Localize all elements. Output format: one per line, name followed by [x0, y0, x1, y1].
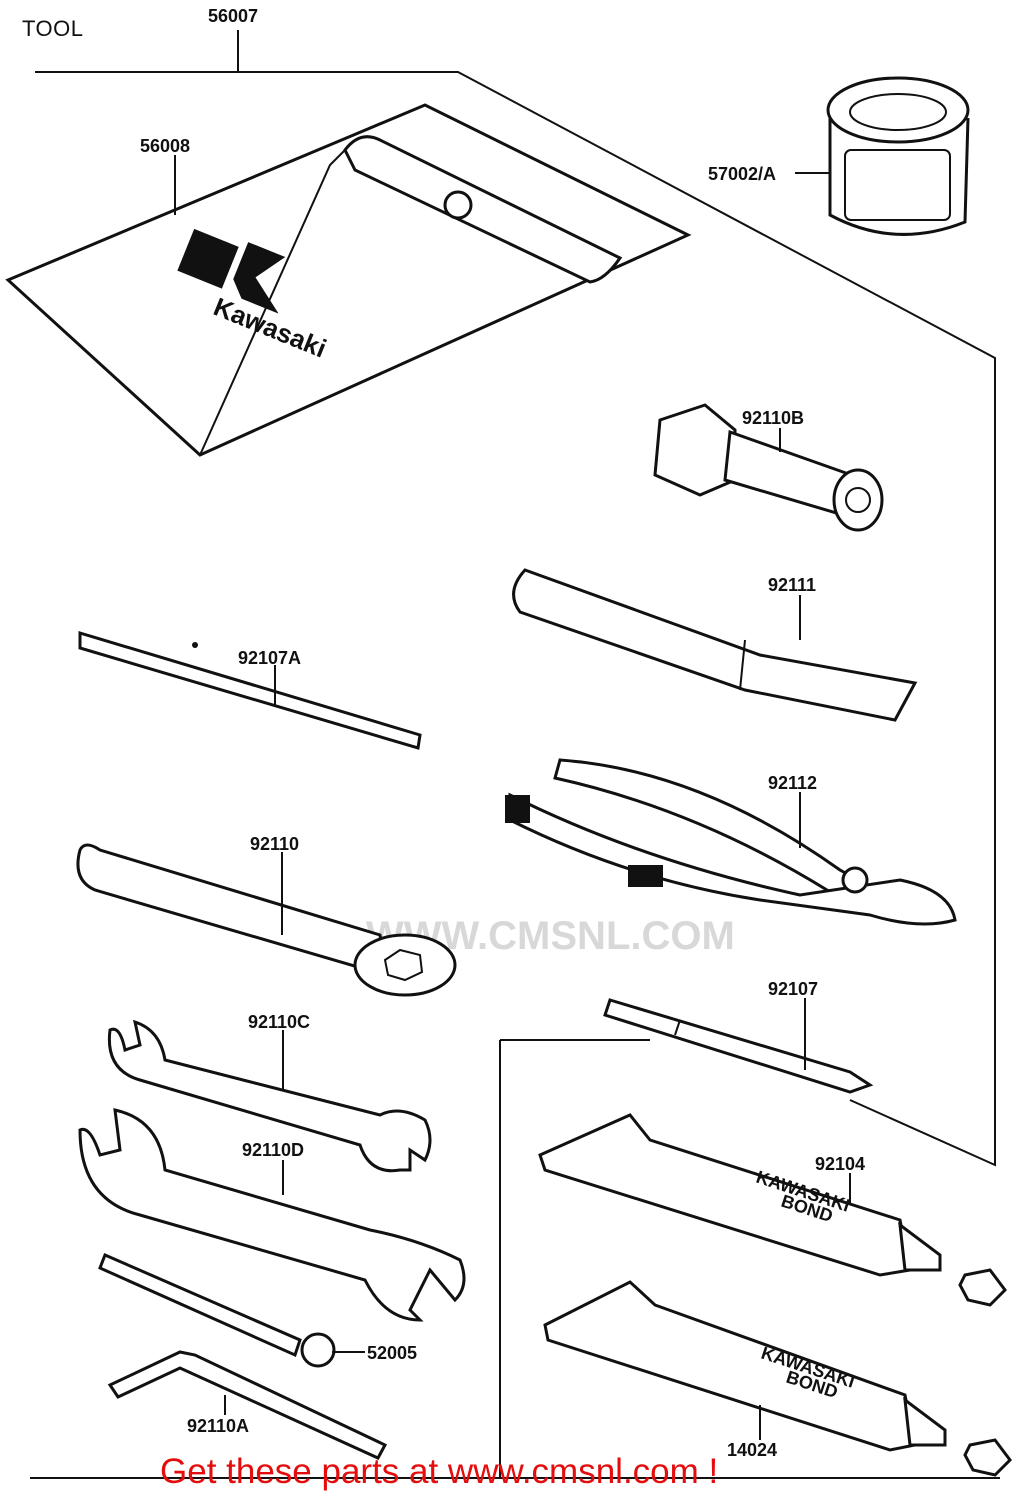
page-title: TOOL [22, 16, 84, 41]
label-92107a: 92107A [238, 648, 301, 668]
label-92110d: 92110D [242, 1140, 304, 1160]
box-wrench-b-drawing [653, 403, 884, 532]
bond-92104-drawing: KAWASAKI BOND [538, 1113, 1007, 1307]
pouch-drawing: Kawasaki [5, 103, 692, 457]
label-52005: 52005 [367, 1343, 417, 1363]
wrench-c-drawing [107, 1019, 432, 1173]
handle-drawing [512, 568, 918, 722]
label-92111: 92111 [768, 575, 816, 595]
bond-14024-drawing: KAWASAKI BOND [543, 1280, 1012, 1477]
pliers-drawing [505, 758, 957, 926]
label-92110b: 92110B [742, 408, 804, 428]
label-92104: 92104 [815, 1154, 865, 1174]
wrench-d-drawing [78, 1108, 466, 1322]
label-92110: 92110 [250, 834, 299, 854]
screwdriver-drawing [603, 998, 874, 1094]
label-92110a: 92110A [187, 1416, 249, 1436]
label-56007: 56007 [208, 6, 258, 26]
kit-frame [30, 30, 1000, 1479]
leader-lines [174, 155, 851, 1440]
box-wrench-drawing [76, 843, 457, 997]
label-14024: 14024 [727, 1440, 777, 1460]
label-92107: 92107 [768, 979, 818, 999]
grease-can-drawing [826, 76, 970, 236]
screwdriver-a-drawing [78, 630, 422, 750]
label-56008: 56008 [140, 136, 190, 156]
label-92110c: 92110C [248, 1012, 310, 1032]
label-92112: 92112 [768, 773, 817, 793]
part-labels: 56007 56008 57002/A 92110B 92111 92107A … [140, 6, 865, 1460]
footer-link[interactable]: Get these parts at www.cmsnl.com ! [160, 1452, 719, 1491]
label-57002a: 57002/A [708, 164, 776, 184]
pin-52005-drawing [98, 1252, 336, 1368]
hex-wrench-drawing [107, 1350, 388, 1460]
